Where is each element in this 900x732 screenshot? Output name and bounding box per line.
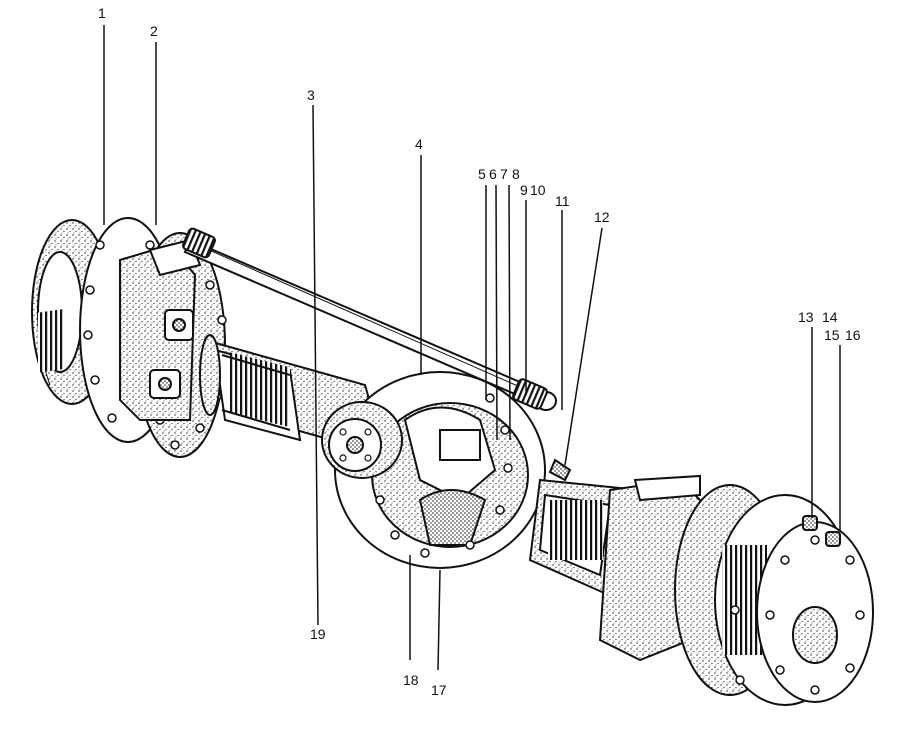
callout-2: 2 [150, 23, 158, 39]
callout-3: 3 [307, 87, 315, 103]
callout-19: 19 [310, 626, 326, 642]
callout-18: 18 [403, 672, 419, 688]
right-hub [598, 474, 874, 706]
callout-1: 1 [98, 5, 106, 21]
callout-6: 6 [489, 166, 497, 182]
callout-7: 7 [500, 166, 508, 182]
callout-16: 16 [845, 327, 861, 343]
differential-housing [321, 371, 546, 569]
callout-4: 4 [415, 136, 423, 152]
leader-lines [103, 25, 841, 671]
callout-5: 5 [478, 166, 486, 182]
callout-9: 9 [520, 182, 528, 198]
callout-12: 12 [594, 209, 610, 225]
callout-17: 17 [431, 682, 447, 698]
callout-8: 8 [512, 166, 520, 182]
callout-10: 10 [530, 182, 546, 198]
callout-15: 15 [824, 327, 840, 343]
callout-14: 14 [822, 309, 838, 325]
callout-13: 13 [798, 309, 814, 325]
tie-rod [182, 227, 557, 411]
callout-11: 11 [555, 193, 570, 209]
